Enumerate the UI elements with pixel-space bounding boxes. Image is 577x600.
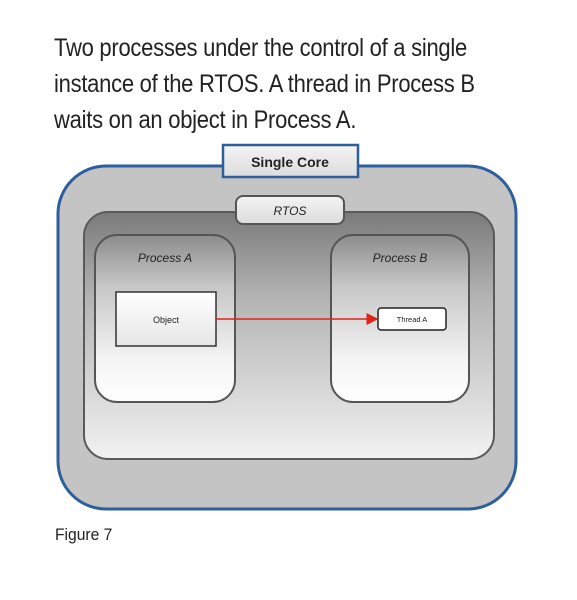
single-core-label: Single Core [251,154,329,170]
caption-line-3: waits on an object in Process A. [54,106,357,134]
object-label: Object [153,315,180,325]
thread-a-label: Thread A [397,315,427,324]
rtos-label-box [235,195,345,225]
caption-line-1: Two processes under the control of a sin… [54,34,468,62]
figure-label: Figure 7 [55,525,113,544]
figure-caption: Two processes under the control of a sin… [54,30,494,138]
process-b-label: Process B [373,251,428,265]
process-a-label: Process A [138,251,192,265]
caption-line-2: instance of the RTOS. A thread in Proces… [54,70,475,98]
rtos-label: RTOS [274,204,307,218]
single-core-label-box [221,143,360,179]
